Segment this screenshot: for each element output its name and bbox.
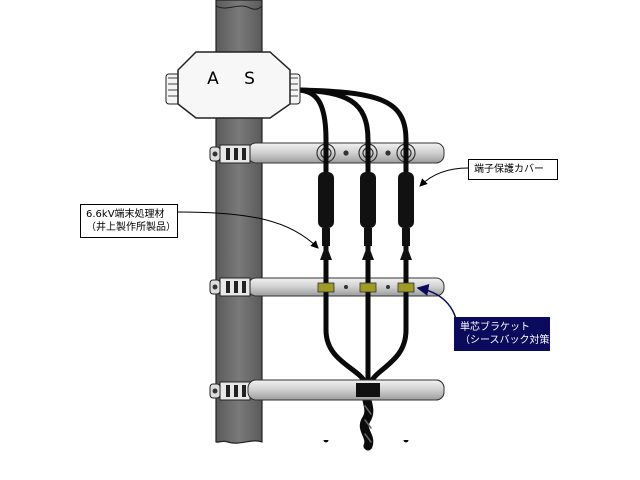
cable-bundle bbox=[318, 297, 418, 451]
arm-clamp-lower bbox=[209, 381, 251, 401]
termination-kits bbox=[318, 172, 414, 260]
callout-termination-kit-line2: （井上製作所製品） bbox=[86, 222, 176, 233]
callout-arrow-terminal-cover bbox=[419, 167, 469, 187]
callout-termination-kit: 6.6kV端末処理材 （井上製作所製品） bbox=[80, 204, 178, 238]
single-core-brackets bbox=[317, 282, 415, 293]
callout-termination-kit-line1: 6.6kV端末処理材 bbox=[86, 209, 165, 220]
switch-box: A S bbox=[165, 51, 301, 119]
arm-clamp-middle bbox=[209, 277, 251, 297]
callout-single-core-bracket-line2: （シースバック対策品） bbox=[460, 335, 570, 346]
arm-clamp-upper bbox=[209, 144, 251, 164]
crossarm-lower-front bbox=[247, 379, 445, 401]
callout-single-core-bracket: 単芯ブラケット （シースバック対策品） bbox=[454, 317, 570, 351]
callout-single-core-bracket-line1: 単芯ブラケット bbox=[460, 322, 530, 333]
switch-box-label: A S bbox=[207, 69, 265, 89]
callout-arrow-termination-kit bbox=[177, 211, 319, 249]
callout-terminal-cover-text: 端子保護カバー bbox=[474, 164, 544, 175]
callout-terminal-cover: 端子保護カバー bbox=[468, 159, 558, 180]
pole-top-break bbox=[215, 5, 263, 10]
cables bbox=[297, 87, 409, 443]
